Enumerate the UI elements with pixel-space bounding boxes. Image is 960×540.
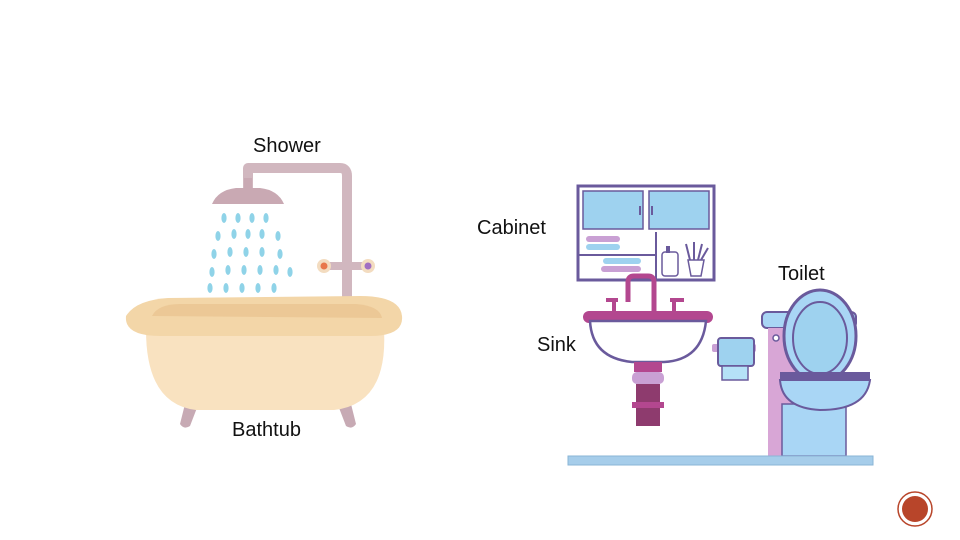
floor-line — [568, 456, 873, 465]
shower-head — [212, 188, 284, 204]
toilet-paper — [712, 338, 756, 380]
bathtub-inner — [152, 304, 382, 318]
sink — [583, 276, 713, 426]
cabinet-label: Cabinet — [477, 218, 546, 238]
shower-label: Shower — [253, 136, 321, 156]
toilet — [762, 290, 870, 456]
badge-icon — [897, 491, 933, 527]
water-drops — [207, 213, 292, 293]
bathtub-label: Bathtub — [232, 420, 301, 440]
toilet-label: Toilet — [778, 264, 825, 284]
sink-label: Sink — [537, 335, 576, 355]
bathtub-body — [146, 330, 384, 410]
wall-cabinet — [578, 186, 714, 280]
